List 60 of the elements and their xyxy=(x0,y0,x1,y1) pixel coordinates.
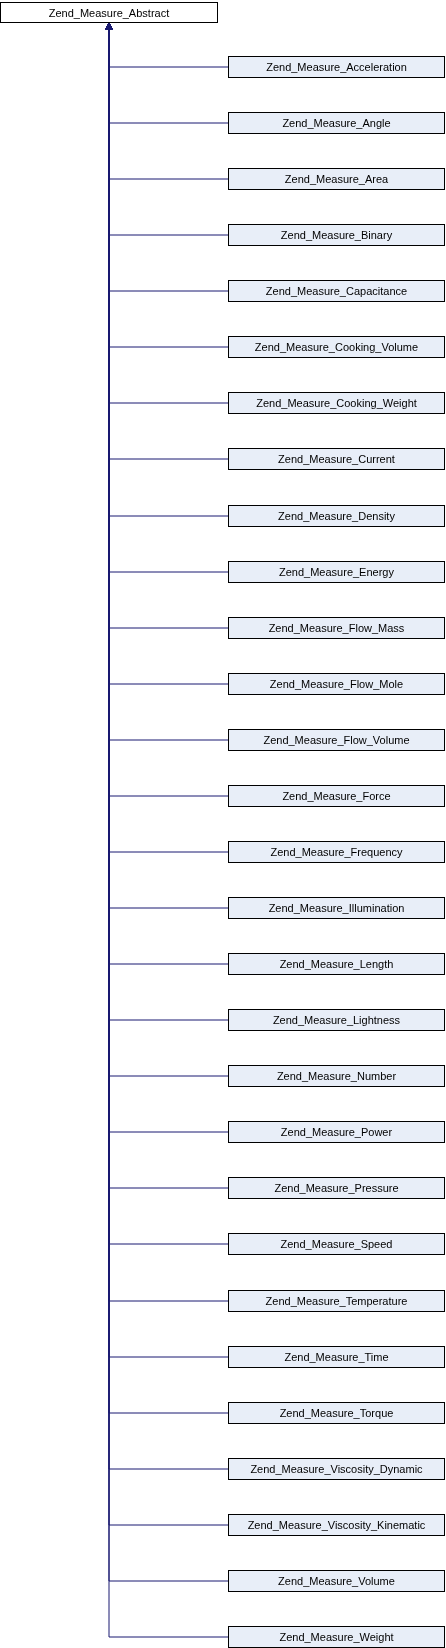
class-name: Zend_Measure_Area xyxy=(284,173,389,185)
class-name: Zend_Measure_Flow_Mass xyxy=(268,622,405,634)
class-box xyxy=(228,1290,445,1312)
class-box xyxy=(228,897,445,919)
class-name: Zend_Measure_Energy xyxy=(279,566,394,578)
class-name: Zend_Measure_Time xyxy=(284,1351,389,1363)
class-box xyxy=(228,280,445,302)
class-name: Zend_Measure_Cooking_Volume xyxy=(254,341,419,353)
class-box xyxy=(228,505,445,527)
class-name: Zend_Measure_Cooking_Weight xyxy=(256,397,417,409)
class-box xyxy=(228,448,445,470)
class-name: Zend_Measure_Binary xyxy=(280,229,393,241)
class-box xyxy=(228,1009,445,1031)
class-name: Zend_Measure_Flow_Mole xyxy=(269,678,404,690)
class-box xyxy=(228,729,445,751)
class-box xyxy=(228,112,445,134)
class-name: Zend_Measure_Lightness xyxy=(272,1014,401,1026)
class-name: Zend_Measure_Temperature xyxy=(265,1295,408,1307)
class-name: Zend_Measure_Pressure xyxy=(274,1182,399,1194)
class-name: Zend_Measure_Torque xyxy=(279,1407,394,1419)
class-box xyxy=(228,224,445,246)
class-name: Zend_Measure_Force xyxy=(282,790,391,802)
class-name: Zend_Measure_Viscosity_Kinematic xyxy=(247,1519,426,1531)
class-box xyxy=(228,1346,445,1368)
class-box xyxy=(228,561,445,583)
class-box xyxy=(228,841,445,863)
class-box xyxy=(228,1570,445,1592)
class-name: Zend_Measure_Acceleration xyxy=(266,61,407,73)
class-box xyxy=(228,953,445,975)
class-box xyxy=(228,785,445,807)
class-name: Zend_Measure_Flow_Volume xyxy=(263,734,410,746)
class-name: Zend_Measure_Capacitance xyxy=(265,285,408,297)
class-name: Zend_Measure_Density xyxy=(278,510,395,522)
class-name: Zend_Measure_Current xyxy=(278,453,395,465)
class-box xyxy=(228,1177,445,1199)
class-name: Zend_Measure_Frequency xyxy=(270,846,403,858)
class-name: Zend_Measure_Length xyxy=(279,958,394,970)
class-name: Zend_Measure_Weight xyxy=(279,1631,394,1643)
class-name: Zend_Measure_Angle xyxy=(282,117,391,129)
class-box xyxy=(228,168,445,190)
class-box xyxy=(228,617,445,639)
class-name: Zend_Measure_Abstract xyxy=(48,6,170,19)
class-box xyxy=(228,1402,445,1424)
class-name: Zend_Measure_Volume xyxy=(278,1575,395,1587)
class-box xyxy=(228,1458,445,1480)
class-name: Zend_Measure_Viscosity_Dynamic xyxy=(250,1463,423,1475)
class-box xyxy=(228,1626,445,1648)
class-box xyxy=(228,1121,445,1143)
class-name: Zend_Measure_Illumination xyxy=(268,902,405,914)
class-box xyxy=(228,56,445,78)
class-box xyxy=(228,1065,445,1087)
class-name: Zend_Measure_Speed xyxy=(280,1238,393,1250)
class-box xyxy=(228,1514,445,1536)
class-box xyxy=(228,392,445,414)
class-name: Zend_Measure_Power xyxy=(280,1126,393,1138)
class-box xyxy=(228,1233,445,1255)
class-box xyxy=(228,673,445,695)
class-box xyxy=(0,2,218,23)
class-name: Zend_Measure_Number xyxy=(276,1070,397,1082)
class-box xyxy=(228,336,445,358)
